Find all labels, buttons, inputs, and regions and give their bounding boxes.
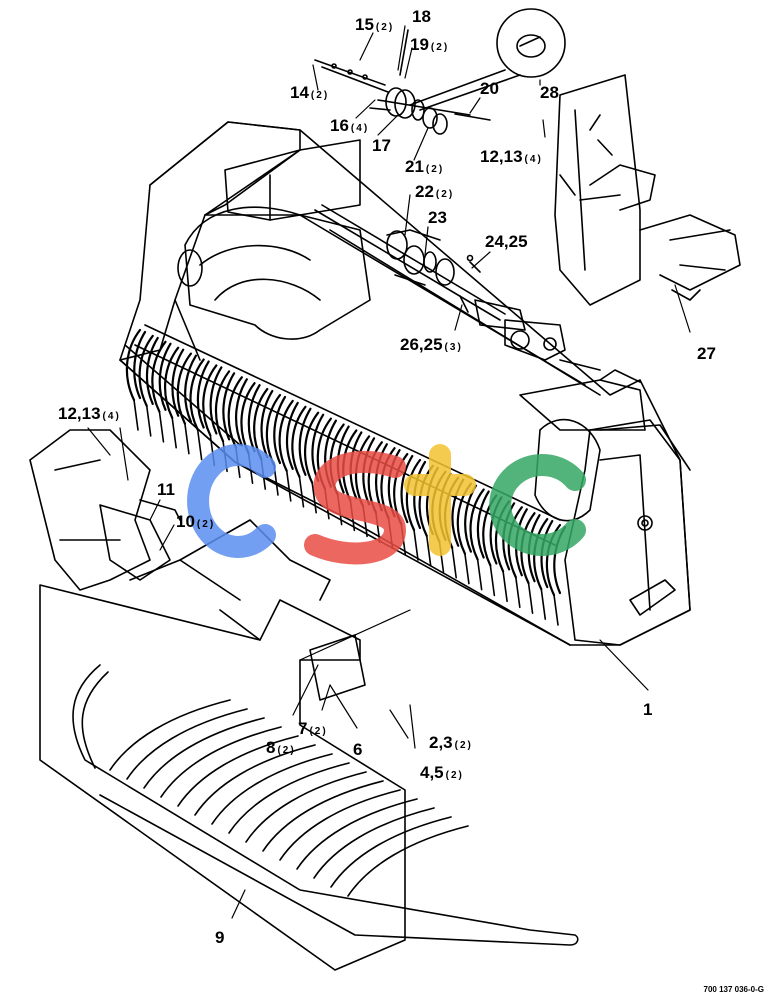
tine — [240, 382, 261, 455]
windguard-rod — [330, 816, 452, 888]
tine-tip — [311, 481, 317, 514]
tine-tip — [425, 535, 432, 567]
tine — [265, 393, 287, 467]
windguard-rod — [347, 825, 469, 897]
tine — [176, 352, 198, 425]
callout-1: 1 — [643, 700, 653, 719]
callout-12-13-top: 12,13(4) — [480, 147, 543, 166]
drawing-number: 700 137 036-0-G — [703, 985, 765, 994]
tine-bar — [144, 324, 561, 521]
windguard-rod — [211, 753, 333, 825]
callout-2-3: 2,3(2) — [429, 733, 473, 752]
callout-12-13-left: 12,13(4) — [58, 404, 121, 423]
tine-bar-lower — [134, 344, 556, 546]
cstc-watermark — [187, 444, 586, 565]
callout-28: 28 — [540, 83, 559, 102]
tine — [304, 411, 325, 484]
callout-10: 10(2) — [176, 512, 216, 531]
left-side-shield — [29, 429, 181, 591]
callout-26-25: 26,25(3) — [400, 335, 463, 354]
tine-tip — [489, 564, 496, 597]
callout-9: 9 — [215, 928, 225, 947]
tine-tip — [553, 594, 559, 626]
pickup-housing — [119, 121, 691, 646]
windguard-rod — [143, 717, 265, 789]
callout-11: 11 — [157, 480, 175, 499]
tine-tip — [413, 529, 419, 561]
tine — [151, 340, 172, 413]
right-side-panel — [554, 74, 741, 371]
callout-22: 22(2) — [415, 182, 455, 201]
callout-17: 17 — [372, 136, 391, 155]
leader-lines — [87, 25, 691, 919]
callout-14: 14(2) — [290, 83, 330, 102]
windguard-rod — [228, 762, 350, 834]
tine — [138, 334, 159, 408]
tine-tip — [145, 405, 152, 437]
windguard-rod — [262, 780, 384, 852]
tine — [125, 328, 147, 402]
tine-tip — [502, 570, 508, 603]
callout-24-25: 24,25 — [485, 232, 528, 251]
callout-27: 27 — [697, 344, 716, 363]
callout-20: 20 — [480, 79, 499, 98]
drive-shaft-parts — [314, 29, 566, 361]
windguard-rod — [313, 807, 435, 879]
tine-tip — [464, 552, 470, 585]
tine — [291, 405, 312, 478]
windguard-rod — [160, 726, 282, 798]
tine-tip — [133, 399, 139, 431]
tine — [214, 370, 236, 443]
tine — [164, 346, 185, 419]
tine — [469, 488, 490, 561]
windguard-rod — [177, 735, 299, 807]
tine-tip — [527, 582, 534, 614]
tine — [202, 364, 223, 437]
callout-8: 8(2) — [266, 738, 296, 757]
windguard-rod — [194, 744, 316, 816]
callout-6: 6 — [353, 740, 363, 759]
callout-21: 21(2) — [405, 157, 445, 176]
callout-4-5: 4,5(2) — [420, 763, 464, 782]
windguard-rod — [245, 771, 367, 843]
tine-tip — [184, 422, 190, 455]
callout-15: 15(2) — [355, 15, 395, 34]
callout-19: 19(2) — [410, 35, 450, 54]
windguard-rods — [72, 664, 579, 946]
tine-tip — [540, 588, 547, 620]
tine-tip — [515, 576, 521, 609]
tine-tip — [196, 428, 203, 461]
windguard-rod — [279, 789, 401, 861]
windguard-rod — [296, 798, 418, 870]
windguard-rod — [126, 708, 248, 780]
tine-tip — [298, 476, 305, 508]
callout-16: 16(4) — [330, 116, 370, 135]
lower-shield — [39, 519, 406, 971]
tine — [189, 358, 210, 431]
tine-tip — [285, 470, 292, 502]
tine — [227, 376, 248, 449]
tine-tip — [171, 416, 177, 449]
callout-7: 7(2) — [298, 719, 328, 738]
tine — [278, 399, 299, 473]
tine-tip — [158, 411, 165, 443]
tine-tip — [476, 558, 483, 591]
tine-tip — [451, 546, 457, 579]
callout-18: 18 — [412, 7, 431, 26]
inset-28 — [409, 8, 566, 111]
windguard-rod — [109, 699, 231, 771]
callout-23: 23 — [428, 208, 447, 227]
